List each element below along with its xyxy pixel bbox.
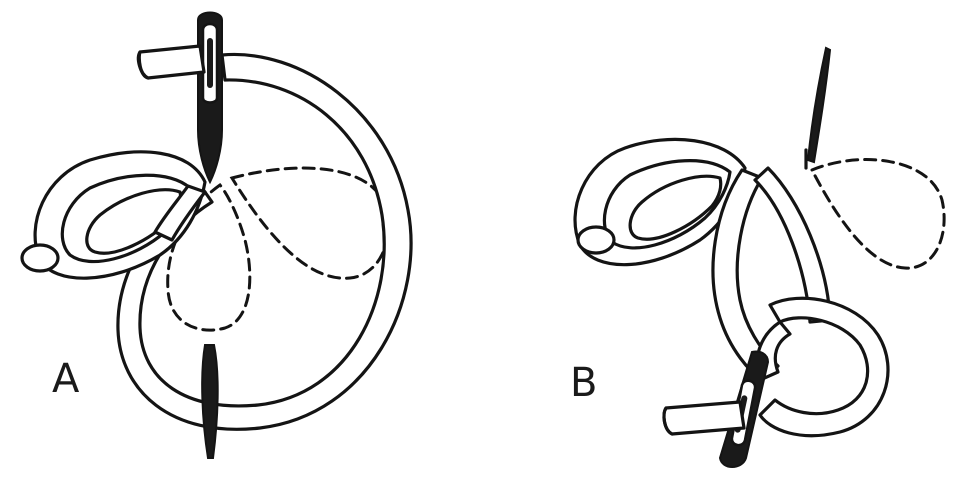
thread-tail-b xyxy=(664,402,744,434)
needle-upper-b xyxy=(808,48,830,162)
petal-anchor-b xyxy=(578,227,614,253)
panel-b: B xyxy=(570,48,944,467)
panel-label-a: A xyxy=(52,356,80,402)
panel-a: A xyxy=(22,13,411,459)
dashed-loop-right-b xyxy=(812,160,944,269)
dashed-loop-right-a xyxy=(232,168,388,278)
petal-anchor-a xyxy=(22,245,58,271)
panel-label-b: B xyxy=(570,360,597,406)
needle-eye-slot-a xyxy=(207,38,213,88)
thread-tail-a xyxy=(139,46,204,78)
needle-lower-a xyxy=(202,345,218,458)
